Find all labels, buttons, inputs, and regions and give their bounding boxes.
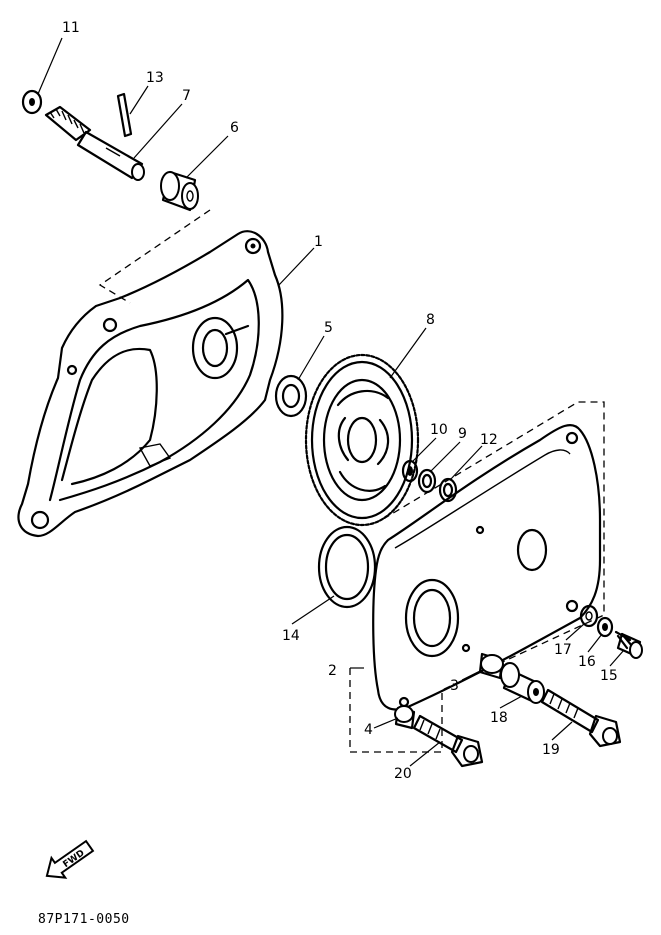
part-1-gearbox-cover: [17, 230, 284, 538]
part-10-circlip: [401, 459, 419, 483]
callout-2: 2: [328, 663, 337, 679]
callout-3: 3: [450, 678, 459, 694]
part-18-collar: [500, 662, 545, 704]
alignment-line-upper: [98, 209, 211, 304]
assembly-boundary-dashed: [349, 401, 605, 753]
part-3-dowel: [478, 652, 504, 680]
part-7-worm-shaft: [44, 105, 145, 181]
callout-14: 14: [282, 628, 300, 644]
callout-16: 16: [578, 654, 596, 670]
callout-13: 13: [146, 70, 164, 86]
callout-20: 20: [394, 766, 412, 782]
part-6-bushing: [160, 170, 199, 212]
part-16-washer: [596, 616, 614, 638]
callout-numbers: 11 13 7 6 1 5 8 10 9 12 14 2 3 4 18 17 1…: [62, 20, 618, 782]
callout-15: 15: [600, 668, 618, 684]
part-12-washer: [438, 477, 458, 503]
part-13-pin: [116, 92, 133, 138]
part-5-oil-seal: [274, 374, 308, 418]
callout-6: 6: [230, 120, 239, 136]
forward-direction-arrow: FWD: [45, 839, 95, 879]
part-11-washer: [21, 89, 43, 115]
callout-4: 4: [364, 722, 373, 738]
part-19-bolt: [540, 688, 622, 748]
callout-8: 8: [426, 312, 435, 328]
part-9-washer: [417, 468, 437, 494]
callout-18: 18: [490, 710, 508, 726]
callout-11: 11: [62, 20, 80, 36]
callout-10: 10: [430, 422, 448, 438]
part-4-dowel: [394, 705, 416, 730]
part-2-gearbox-case: [372, 423, 602, 711]
drawing-code: 87P171-0050: [38, 912, 130, 927]
callout-1: 1: [314, 234, 323, 250]
part-15-bolt: [614, 630, 643, 659]
callout-9: 9: [458, 426, 467, 442]
callout-12: 12: [480, 432, 498, 448]
part-17-washer: [579, 604, 599, 628]
part-20-bolt: [412, 714, 484, 768]
leader-lines: [37, 37, 625, 767]
callout-7: 7: [182, 88, 191, 104]
part-14-o-ring: [317, 525, 377, 609]
callout-5: 5: [324, 320, 333, 336]
part-8-drive-gear: [304, 353, 420, 527]
callout-19: 19: [542, 742, 560, 758]
callout-17: 17: [554, 642, 572, 658]
